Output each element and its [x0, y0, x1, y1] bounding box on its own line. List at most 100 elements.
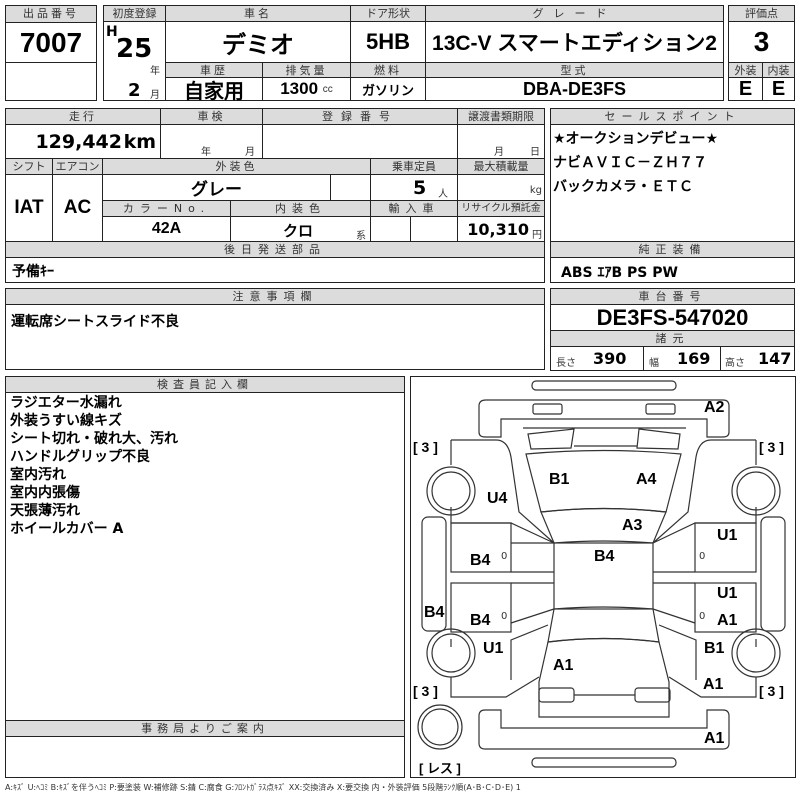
door: 5HB: [350, 21, 426, 63]
width-cell: 幅 169: [643, 346, 721, 371]
lot-no: 7007: [6, 23, 96, 63]
ext-color-extra: [330, 174, 371, 201]
displacement-cell: 1300 cc: [262, 77, 351, 101]
first-reg-cell: H 25 年 2 月: [103, 21, 166, 101]
wheel-fr: [731, 466, 781, 516]
damage-mark: U1: [717, 585, 738, 602]
damage-mark: B1: [704, 640, 725, 657]
mileage-unit: km: [123, 131, 156, 153]
damage-mark: U4: [487, 490, 508, 507]
lot-no-label: 出品番号: [6, 6, 96, 23]
damage-mark: A1: [553, 657, 574, 674]
office-cell: [5, 736, 405, 778]
mileage-cell: 129,442 km: [5, 124, 161, 159]
interior-score: E: [762, 77, 795, 101]
exterior-label: 外装: [728, 62, 763, 78]
damage-diagram: A2 [ 3 ] [ 3 ] B1 A4 U4 A3 U1 B4 B4 U1 B…: [410, 376, 796, 778]
shift-label: シフト: [5, 158, 53, 175]
sales-line: バックカメラ・ＥＴＣ: [553, 179, 693, 195]
headlight-left: [532, 403, 563, 415]
inspection-label: 車検: [160, 108, 263, 125]
shift: IAT: [5, 174, 53, 242]
inspector-line: 室内内張傷: [10, 485, 80, 501]
length-cell: 長さ 390: [550, 346, 644, 371]
inspection-month-unit: 月: [245, 147, 255, 158]
sales-line: ★オークションデビュー★: [553, 131, 719, 147]
later-parts-cell: 予備ｷｰ: [5, 257, 545, 283]
notes: 運転席シートスライド不良: [11, 314, 179, 330]
chassis-label: 車台番号: [550, 288, 795, 305]
import-label: 輸入車: [370, 200, 458, 217]
recycle-label: リサイクル預託金: [457, 200, 545, 217]
sill-right: [760, 516, 786, 632]
later-parts: 予備ｷｰ: [12, 264, 54, 280]
color-no-label: カラーNo.: [102, 200, 231, 217]
inspector-line: シート切れ・破れ大、汚れ: [10, 431, 178, 447]
int-color-label: 内装色: [230, 200, 371, 217]
fuel-label: 燃料: [350, 62, 426, 78]
fuel: ガソリン: [350, 77, 426, 101]
ac-label: エアコン: [52, 158, 103, 175]
rear-window: [547, 606, 660, 643]
inspection-cell: 年 月: [160, 124, 263, 159]
spare-tire-mark: [ レス ]: [419, 761, 461, 776]
trunk: [538, 637, 670, 718]
displacement-unit: cc: [322, 83, 333, 95]
inspector-label: 検査員記入欄: [5, 376, 405, 393]
car-name: デミオ: [165, 21, 351, 63]
damage-mark: U1: [717, 527, 738, 544]
sill-left: [421, 516, 447, 632]
damage-mark: A2: [704, 399, 725, 416]
import-cell-b: [410, 216, 458, 242]
windshield: [540, 507, 667, 544]
wheel-rr: [731, 628, 781, 678]
rear-fender-right: [658, 624, 757, 698]
damage-mark: A3: [622, 517, 643, 534]
import-cell-a: [370, 216, 411, 242]
front-bumper: [478, 399, 730, 438]
displacement-label: 排気量: [262, 62, 351, 78]
door-front-right: [694, 522, 757, 573]
damage-mark: B1: [549, 471, 570, 488]
damage-mark: B4: [470, 612, 491, 629]
history-label: 車歴: [165, 62, 263, 78]
interior-label: 内装: [762, 62, 795, 78]
reg-no-label: 登録番号: [262, 108, 458, 125]
era: H: [106, 24, 118, 40]
height: 147: [758, 349, 792, 368]
width: 169: [677, 349, 711, 368]
chassis-no: DE3FS-547020: [550, 304, 795, 331]
reg-month: 2: [128, 80, 141, 101]
int-color-unit: 系: [356, 231, 366, 242]
rear-bumper: [478, 709, 730, 750]
sales-cell: ★オークションデビュー★ ナビＡＶＩＣ－ＺＨ７７ バックカメラ・ＥＴＣ: [550, 124, 795, 242]
inspector-line: 天張薄汚れ: [10, 503, 80, 519]
model-label: 型式: [425, 62, 724, 78]
equipment-label: 純正装備: [550, 241, 795, 258]
lot-box: 出品番号 7007: [5, 5, 97, 101]
zero-mark: 0: [501, 551, 508, 562]
width-label: 幅: [649, 358, 659, 369]
door-label: ドア形状: [350, 5, 426, 22]
tire-tread: [ 3 ]: [759, 439, 784, 455]
rear-bar: [531, 757, 677, 768]
zero-mark: 0: [699, 611, 706, 622]
mileage-label: 走行: [5, 108, 161, 125]
tire-tread: [ 3 ]: [413, 683, 438, 699]
transfer-cell: 月 日: [457, 124, 545, 159]
capacity: 5: [413, 177, 427, 199]
door-rear-left: [450, 582, 512, 633]
front-fender-left: [450, 439, 555, 544]
sales-line: ナビＡＶＩＣ－ＺＨ７７: [553, 155, 707, 171]
door-front-left: [450, 522, 512, 573]
wheel-rl: [426, 628, 476, 678]
rear-fender-left: [450, 624, 549, 698]
ext-color-label: 外装色: [102, 158, 371, 175]
first-reg-label: 初度登録: [103, 5, 166, 22]
capacity-label: 乗車定員: [370, 158, 458, 175]
history: 自家用: [165, 77, 263, 103]
transfer-month-unit: 月: [494, 147, 504, 158]
int-color: クロ: [283, 222, 314, 240]
transfer-label: 譲渡書類期限: [457, 108, 545, 125]
recycle-cell: 10,310 円: [457, 216, 545, 242]
